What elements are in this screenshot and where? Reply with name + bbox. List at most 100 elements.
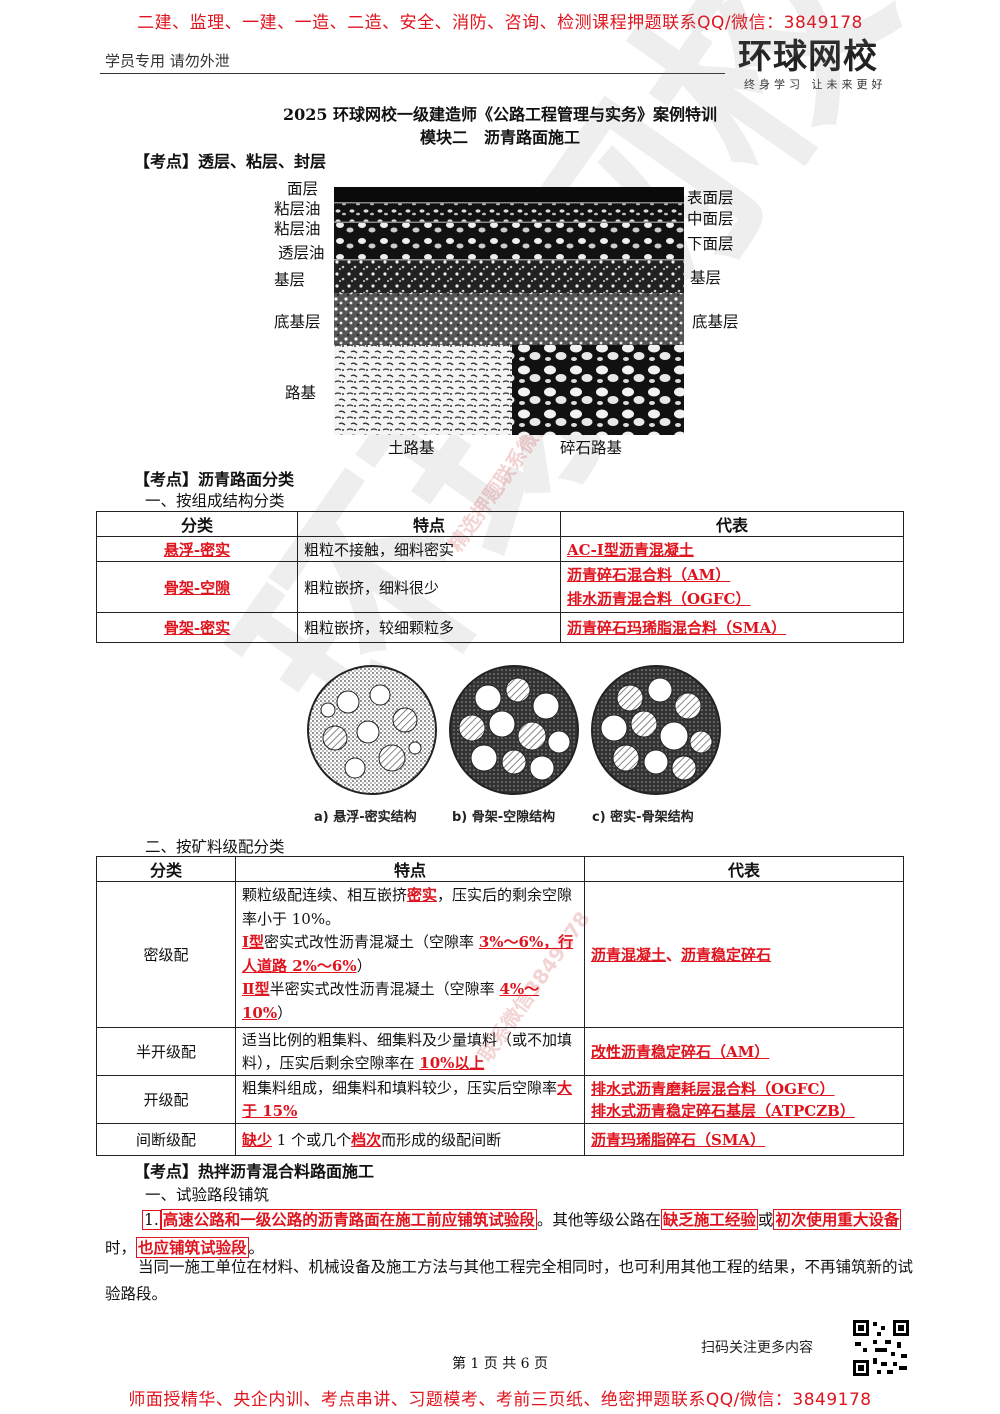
table2-header-category: 分类 <box>96 856 236 882</box>
diagram-label-soil-subgrade: 土路基 <box>388 439 435 457</box>
kaodian-heading-layers: 【考点】透层、粘层、封层 <box>134 152 327 171</box>
dense-type2: Ⅱ型 <box>242 980 270 998</box>
table2-cat-semi-open: 半开级配 <box>96 1027 236 1076</box>
table1-header-feature: 特点 <box>297 511 561 537</box>
dense-type2-range: 4%～10% <box>242 980 540 1022</box>
dense-type1-close: ） <box>356 956 372 975</box>
page-number: 第 1 页 共 6 页 <box>451 1356 549 1372</box>
paragraph-reuse-results: 当同一施工单位在材料、机械设备及施工方法与其他工程完全相同时，也可利用其他工程的… <box>105 1258 914 1303</box>
module-title: 模块二 沥青路面施工 <box>419 128 580 147</box>
semi-open-range: 10%以上 <box>419 1053 485 1072</box>
table1-header-category: 分类 <box>96 511 298 537</box>
bottom-banner: 师面授精华、央企内训、考点串讲、习题模考、考前三页纸、绝密押题联系QQ/微信：3… <box>128 1390 872 1410</box>
table1-feat-1: 粗粒不接触，细料密实 <box>297 536 561 562</box>
top-banner: 二建、监理、一建、一造、二造、安全、消防、咨询、检测课程押题联系QQ/微信：38… <box>137 13 863 33</box>
kaodian-heading-classification: 【考点】沥青路面分类 <box>134 470 295 489</box>
diagram-label-gravel-subgrade: 碎石路基 <box>560 439 623 457</box>
table-row: 半开级配 适当比例的粗集料、细集料及少量填料（或不加填料），压实后剩余空隙率在 … <box>96 1027 904 1076</box>
table2-header-representative: 代表 <box>584 856 904 882</box>
diagram-label-subgrade: 路基 <box>285 384 317 402</box>
semi-open-rep: 改性沥青稳定碎石（AM） <box>591 1043 770 1061</box>
gap-feat-a: 缺少 <box>242 1131 273 1149</box>
semi-open-feat: 适当比例的粗集料、细集料及少量填料（或不加填料），压实后剩余空隙率在 <box>242 1030 573 1072</box>
table-row: 间断级配 缺少 1 个或几个档次而形成的级配间断 沥青玛琋脂碎石（SMA） <box>96 1123 904 1156</box>
dense-feat-a: 颗粒级配连续、相互嵌挤 <box>242 886 408 904</box>
table1-feat-2: 粗粒嵌挤，细料很少 <box>297 561 561 613</box>
p1-h: 。 <box>248 1239 265 1257</box>
p1-lack-experience: 缺乏施工经验 <box>660 1209 758 1230</box>
diagram-label-top-course: 表面层 <box>687 189 734 207</box>
diagram-label-surface: 面层 <box>287 180 319 198</box>
dense-type2-close: ） <box>277 1003 293 1022</box>
diagram-label-tack-coat-1: 粘层油 <box>274 200 321 218</box>
table1-feat-3: 粗粒嵌挤，较细颗粒多 <box>297 612 561 643</box>
table2-cat-open: 开级配 <box>96 1075 236 1124</box>
table-row: 开级配 粗集料组成，细集料和填料较少，压实后空隙率大于 15% 排水式沥青磨耗层… <box>96 1075 904 1124</box>
diagram-label-subbase-right: 底基层 <box>692 313 739 331</box>
table2-cat-gap: 间断级配 <box>96 1123 236 1156</box>
diagram-label-bottom-course: 下面层 <box>687 235 734 253</box>
gap-feat-d: 而形成的级配间断 <box>381 1131 502 1149</box>
structure-classification-table: 分类 特点 代表 悬浮-密实 粗粒不接触，细料密实 AC-Ⅰ型沥青混凝土 骨架-… <box>96 511 904 643</box>
dense-type2-desc: 半密实式改性沥青混凝土（空隙率 <box>269 980 500 998</box>
table-row: 悬浮-密实 粗粒不接触，细料密实 AC-Ⅰ型沥青混凝土 <box>96 536 904 562</box>
gradation-classification-table: 分类 特点 代表 密级配 颗粒级配连续、相互嵌挤密实，压实后的剩余空隙率小于 1… <box>96 856 904 1156</box>
circle-b <box>449 665 579 795</box>
qr-code-icon[interactable] <box>851 1318 911 1378</box>
gap-feat-b: 1 个或几个 <box>272 1131 352 1149</box>
diagram-label-middle-course: 中面层 <box>687 210 734 228</box>
caption-b: b) 骨架-空隙结构 <box>452 810 556 825</box>
gap-feat-c: 档次 <box>351 1131 382 1149</box>
circle-a <box>307 665 437 795</box>
table1-rep-2b: 排水沥青混合料（OGFC） <box>567 590 751 608</box>
pavement-structure-diagram <box>334 187 684 435</box>
table1-cat-1: 悬浮-密实 <box>163 540 231 559</box>
gap-rep: 沥青玛琋脂碎石（SMA） <box>591 1131 766 1149</box>
p1-highway-requirement: 高速公路和一级公路的沥青路面在施工前应铺筑试验段 <box>160 1209 537 1230</box>
dense-type1-range: 3%～6%，行人道路 2%～6% <box>242 933 574 975</box>
p1-d: 或 <box>757 1211 774 1229</box>
table1-rep-2a: 沥青碎石混合料（AM） <box>567 566 731 584</box>
dense-type1-desc: 密实式改性沥青混凝土（空隙率 <box>264 933 479 951</box>
header-confidential-note: 学员专用 请勿外泄 <box>105 52 230 70</box>
doc-title: 2025 环球网校一级建造师《公路工程管理与实务》案例特训 <box>282 105 718 124</box>
section-trial-section: 一、试验路段铺筑 <box>145 1186 270 1204</box>
dense-feat-b: 密实 <box>407 886 438 904</box>
table1-cat-2: 骨架-空隙 <box>163 578 231 597</box>
caption-c: c) 密实-骨架结构 <box>592 810 694 825</box>
qr-caption: 扫码关注更多内容 <box>701 1340 813 1356</box>
dense-rep-sep: 、 <box>666 946 682 964</box>
table1-cat-3: 骨架-密实 <box>163 619 231 637</box>
logo-slogan: 终身学习 让未来更好 <box>744 78 887 91</box>
paragraph-trial-requirement: 1.高速公路和一级公路的沥青路面在施工前应铺筑试验段。其他等级公路在缺乏施工经验… <box>105 1206 913 1262</box>
table1-header-representative: 代表 <box>560 511 904 537</box>
dense-type1: Ⅰ型 <box>242 933 265 951</box>
table-row: 密级配 颗粒级配连续、相互嵌挤密实，压实后的剩余空隙率小于 10%。 Ⅰ型密实式… <box>96 881 904 1028</box>
section-by-structure: 一、按组成结构分类 <box>145 492 285 510</box>
table-row: 骨架-密实 粗粒嵌挤，较细颗粒多 沥青碎石玛琋脂混合料（SMA） <box>96 612 904 643</box>
p1-f: 时， <box>105 1239 137 1257</box>
diagram-label-subbase: 底基层 <box>274 313 321 331</box>
open-feat: 粗集料组成，细集料和填料较少，压实后空隙率 <box>242 1078 558 1097</box>
table2-header-feature: 特点 <box>235 856 585 882</box>
diagram-label-prime-coat: 透层油 <box>278 244 325 262</box>
circle-c <box>591 665 721 795</box>
table1-rep-1: AC-Ⅰ型沥青混凝土 <box>567 540 694 559</box>
open-rep-2: 排水式沥青稳定碎石基层（ATPCZB） <box>591 1101 855 1120</box>
dense-feat-c: ，压实后的剩余空隙率小于 10%。 <box>242 886 573 928</box>
logo: 环球网校 终身学习 让未来更好 <box>738 38 918 92</box>
aggregate-structure-figure <box>300 660 730 800</box>
p1-should-build-trial: 也应铺筑试验段 <box>136 1237 249 1258</box>
diagram-label-base: 基层 <box>274 271 306 289</box>
dense-rep-1: 沥青混凝土 <box>591 946 667 964</box>
caption-a: a) 悬浮-密实结构 <box>314 810 417 825</box>
diagram-label-base-right: 基层 <box>690 269 722 287</box>
p1-num: 1. <box>142 1210 161 1230</box>
table-row: 骨架-空隙 粗粒嵌挤，细料很少 沥青碎石混合料（AM） 排水沥青混合料（OGFC） <box>96 561 904 613</box>
kaodian-heading-hot-mix: 【考点】热拌沥青混合料路面施工 <box>134 1162 375 1181</box>
diagram-label-tack-coat-2: 粘层油 <box>274 220 321 238</box>
section-by-gradation: 二、按矿料级配分类 <box>145 838 285 856</box>
logo-text: 环球网校 <box>738 37 878 77</box>
table2-cat-dense: 密级配 <box>96 881 236 1028</box>
open-rep-1: 排水式沥青磨耗层混合料（OGFC） <box>591 1079 835 1098</box>
